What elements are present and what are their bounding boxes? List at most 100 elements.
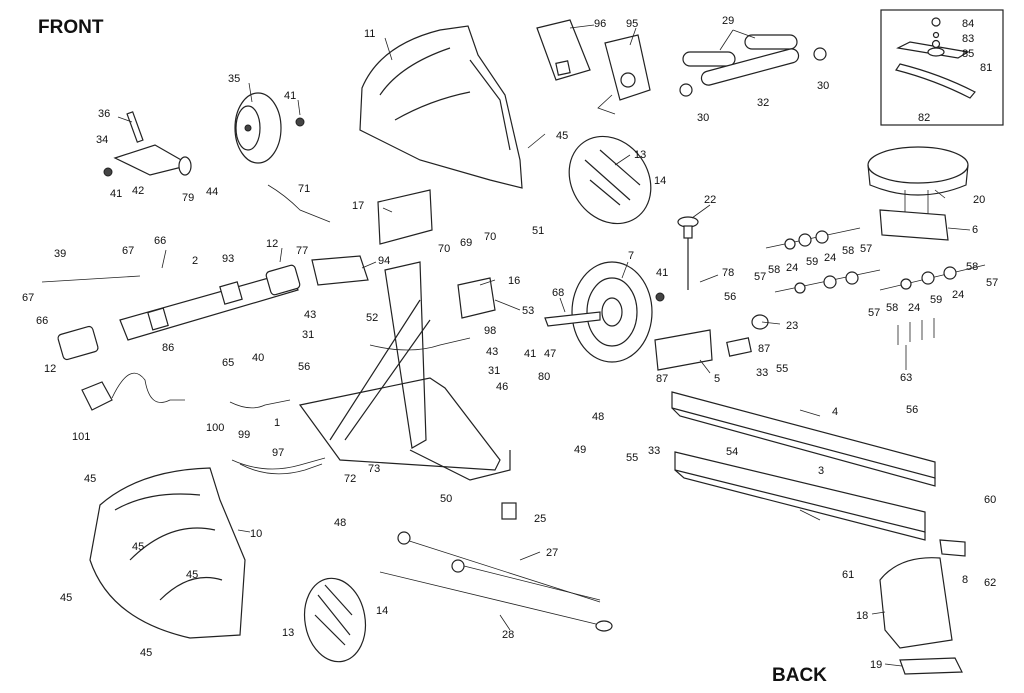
callout-45: 45 bbox=[186, 569, 198, 581]
callout-36: 36 bbox=[98, 108, 110, 120]
callout-30: 30 bbox=[817, 80, 829, 92]
callout-14: 14 bbox=[654, 175, 666, 187]
callout-48: 48 bbox=[334, 517, 346, 529]
callout-5: 5 bbox=[714, 373, 720, 385]
cable-99 bbox=[229, 399, 291, 409]
callout-42: 42 bbox=[132, 185, 144, 197]
callout-50: 50 bbox=[440, 493, 452, 505]
bracket-77-94 bbox=[311, 255, 369, 286]
bracket-16 bbox=[457, 277, 496, 319]
callout-45: 45 bbox=[556, 130, 568, 142]
callout-45: 45 bbox=[132, 541, 144, 553]
adapter-101 bbox=[81, 372, 185, 411]
callout-65: 65 bbox=[222, 357, 234, 369]
callout-7: 7 bbox=[628, 250, 634, 262]
callout-99: 99 bbox=[238, 429, 250, 441]
callout-84: 84 bbox=[962, 18, 974, 30]
callout-58: 58 bbox=[966, 261, 978, 273]
callout-13: 13 bbox=[282, 627, 294, 639]
cable-98 bbox=[369, 337, 471, 351]
callout-78: 78 bbox=[722, 267, 734, 279]
callout-49: 49 bbox=[574, 444, 586, 456]
callout-56: 56 bbox=[906, 404, 918, 416]
callout-24: 24 bbox=[786, 262, 798, 274]
callout-11: 11 bbox=[364, 28, 375, 40]
callout-58: 58 bbox=[768, 264, 780, 276]
callout-59: 59 bbox=[930, 294, 942, 306]
callout-83: 83 bbox=[962, 33, 974, 45]
bracket-8 bbox=[939, 539, 966, 557]
callout-10: 10 bbox=[250, 528, 262, 540]
callout-43: 43 bbox=[304, 309, 316, 321]
bracket-34 bbox=[103, 111, 192, 177]
callout-45: 45 bbox=[84, 473, 96, 485]
callout-17: 17 bbox=[352, 200, 364, 212]
callout-2: 2 bbox=[192, 255, 198, 267]
callout-19: 19 bbox=[870, 659, 882, 671]
front-heading: FRONT bbox=[38, 17, 104, 38]
callout-67: 67 bbox=[122, 245, 134, 257]
foot-18-19 bbox=[879, 557, 963, 675]
callout-58: 58 bbox=[842, 245, 854, 257]
shroud-10 bbox=[89, 467, 246, 639]
cable-97 bbox=[231, 457, 326, 475]
callout-60: 60 bbox=[984, 494, 996, 506]
callout-57: 57 bbox=[986, 277, 998, 289]
callout-48: 48 bbox=[592, 411, 604, 423]
callout-24: 24 bbox=[824, 252, 836, 264]
callout-54: 54 bbox=[726, 446, 738, 458]
callout-numbers: 11 96 95 29 30 30 32 84 83 85 81 82 35 4… bbox=[22, 15, 998, 671]
callout-70: 70 bbox=[484, 231, 496, 243]
callout-56: 56 bbox=[298, 361, 310, 373]
callout-51: 51 bbox=[532, 225, 544, 237]
callout-63: 63 bbox=[900, 372, 912, 384]
callout-96: 96 bbox=[594, 18, 606, 30]
callout-70: 70 bbox=[438, 243, 450, 255]
rail-3 bbox=[674, 451, 926, 541]
callout-82: 82 bbox=[918, 112, 930, 124]
callout-59: 59 bbox=[806, 256, 818, 268]
console-cover-11 bbox=[359, 25, 523, 189]
crank-7 bbox=[544, 261, 665, 363]
callout-12: 12 bbox=[44, 363, 56, 375]
callout-46: 46 bbox=[496, 381, 508, 393]
callout-55: 55 bbox=[626, 452, 638, 464]
callout-3: 3 bbox=[818, 465, 824, 477]
callout-97: 97 bbox=[272, 447, 284, 459]
callout-41: 41 bbox=[284, 90, 296, 102]
callout-87: 87 bbox=[758, 343, 770, 355]
seat-20 bbox=[867, 146, 969, 241]
callout-67: 67 bbox=[22, 292, 34, 304]
callout-57: 57 bbox=[754, 271, 766, 283]
callout-98: 98 bbox=[484, 325, 496, 337]
callout-6: 6 bbox=[972, 224, 978, 236]
callout-41: 41 bbox=[656, 267, 668, 279]
frame-1 bbox=[298, 261, 511, 481]
callout-101: 101 bbox=[72, 431, 90, 443]
callout-29: 29 bbox=[722, 15, 734, 27]
callout-32: 32 bbox=[757, 97, 769, 109]
flywheel-35 bbox=[234, 92, 305, 164]
shroud-17 bbox=[377, 189, 433, 245]
pads-13-14-bottom bbox=[303, 577, 367, 663]
callout-18: 18 bbox=[856, 610, 868, 622]
callout-62: 62 bbox=[984, 577, 996, 589]
callout-58: 58 bbox=[886, 302, 898, 314]
callout-34: 34 bbox=[96, 134, 108, 146]
callout-30: 30 bbox=[697, 112, 709, 124]
callout-41: 41 bbox=[524, 348, 536, 360]
hardware-row-top bbox=[765, 227, 986, 294]
stabilizer-27-28 bbox=[379, 531, 613, 632]
callout-68: 68 bbox=[552, 287, 564, 299]
callout-14: 14 bbox=[376, 605, 388, 617]
callout-73: 73 bbox=[368, 463, 380, 475]
pads-13-14-top bbox=[568, 135, 652, 225]
callout-47: 47 bbox=[544, 348, 556, 360]
strap-inset bbox=[880, 9, 1004, 126]
callout-27: 27 bbox=[546, 547, 558, 559]
callout-79: 79 bbox=[182, 192, 194, 204]
callout-22: 22 bbox=[704, 194, 716, 206]
callout-25: 25 bbox=[534, 513, 546, 525]
callout-31: 31 bbox=[488, 365, 500, 377]
